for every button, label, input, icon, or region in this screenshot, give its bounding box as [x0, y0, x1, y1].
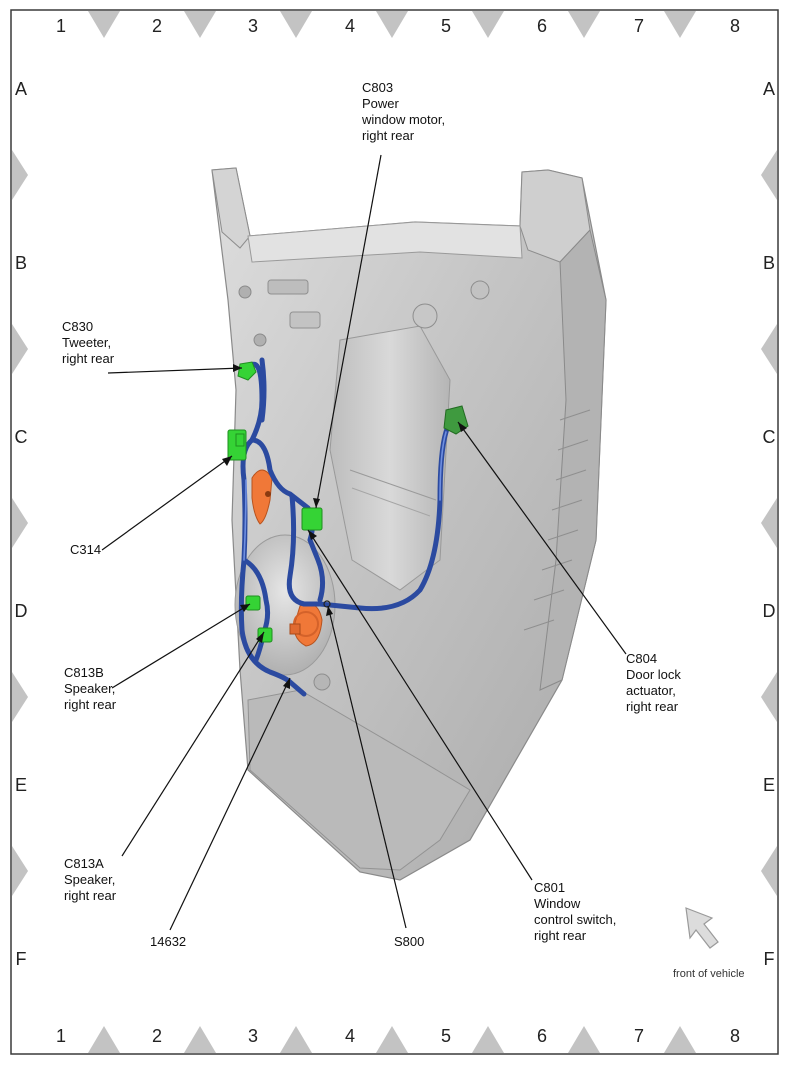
window-regulator-bracket — [251, 469, 273, 525]
grid-column-label: 7 — [634, 1026, 644, 1046]
grid-row-label: A — [763, 79, 775, 99]
grid-row-label: E — [763, 775, 775, 795]
door-inner-recess — [329, 325, 451, 591]
grid-column-label: 2 — [152, 1026, 162, 1046]
leader-c830 — [107, 367, 243, 374]
door-lower-panel — [247, 689, 471, 871]
grid-column-label: 2 — [152, 16, 162, 36]
leader-c801 — [307, 529, 533, 881]
door-inner-panel — [211, 167, 607, 881]
grid-border-markers — [12, 11, 777, 1053]
grid-row-label: A — [15, 79, 27, 99]
grid-column-label: 5 — [441, 1026, 451, 1046]
arrow-up-left-icon — [685, 907, 719, 949]
grid-column-label: 3 — [248, 16, 258, 36]
connector-c803 — [301, 507, 323, 531]
callout-c813b: C813B Speaker, right rear — [64, 665, 119, 712]
door-belt-rail — [247, 221, 523, 263]
callout-labels: C803 Power window motor, right rear C830… — [62, 80, 685, 949]
connector-c830 — [237, 361, 257, 381]
grid-column-label: 1 — [56, 16, 66, 36]
grid-row-label: F — [764, 949, 775, 969]
door-frame-post-right — [519, 169, 591, 263]
grid-columns-bottom: 1 2 3 4 5 6 7 8 — [56, 1026, 740, 1046]
connector-c813b — [245, 595, 261, 611]
leader-c803 — [315, 154, 382, 509]
door-frame-post-left — [211, 167, 251, 249]
grid-row-label: E — [15, 775, 27, 795]
leader-c314 — [101, 455, 233, 551]
grid-rows-right: A B C D E F — [763, 79, 776, 969]
callout-c803: C803 Power window motor, right rear — [361, 80, 449, 143]
grid-column-label: 4 — [345, 1026, 355, 1046]
grid-row-label: F — [16, 949, 27, 969]
grid-column-label: 6 — [537, 1026, 547, 1046]
harness-tweeter-drop — [259, 357, 267, 423]
grid-column-label: 5 — [441, 16, 451, 36]
leader-s800 — [327, 605, 407, 929]
grid-row-label: D — [763, 601, 776, 621]
grid-rows-left: A B C D E F — [15, 79, 28, 969]
callout-c804: C804 Door lock actuator, right rear — [626, 651, 685, 714]
grid-column-label: 8 — [730, 16, 740, 36]
leader-14632 — [169, 677, 291, 931]
callout-s800: S800 — [394, 934, 424, 949]
orientation-label: front of vehicle — [673, 968, 745, 980]
grid-row-label: C — [763, 427, 776, 447]
door-edge-right — [539, 228, 607, 691]
callout-leaders — [101, 154, 627, 931]
callout-14632: 14632 — [150, 934, 186, 949]
splice-s800 — [323, 600, 331, 608]
grid-column-label: 4 — [345, 16, 355, 36]
callout-c801: C801 Window control switch, right rear — [534, 880, 620, 943]
grid-row-label: B — [763, 253, 775, 273]
grid-column-label: 3 — [248, 1026, 258, 1046]
callout-c813a: C813A Speaker, right rear — [64, 856, 119, 903]
callout-c830: C830 Tweeter, right rear — [62, 319, 115, 366]
grid-row-label: D — [15, 601, 28, 621]
leader-c804 — [457, 421, 627, 655]
connectors — [227, 361, 469, 643]
harness-cross-branch — [241, 557, 271, 663]
grid-column-label: 8 — [730, 1026, 740, 1046]
leader-c813b — [111, 603, 251, 689]
grid-column-label: 1 — [56, 1026, 66, 1046]
grid-row-label: C — [15, 427, 28, 447]
callout-c314: C314 — [70, 542, 101, 557]
grid-column-label: 6 — [537, 16, 547, 36]
grid-row-label: B — [15, 253, 27, 273]
grid-column-label: 7 — [634, 16, 644, 36]
grid-columns-top: 1 2 3 4 5 6 7 8 — [56, 16, 740, 36]
leader-c813a — [121, 631, 265, 857]
door-components — [251, 469, 323, 647]
orientation-indicator: front of vehicle — [673, 907, 745, 980]
